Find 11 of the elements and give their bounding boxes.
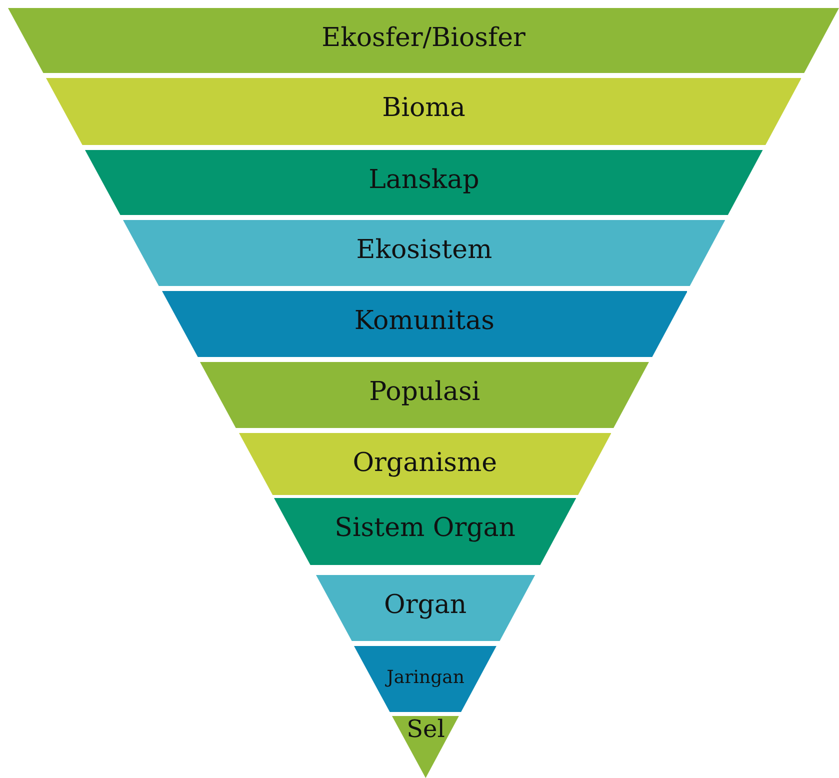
level-label: Organisme: [352, 449, 498, 478]
level-label: Sistem Organ: [334, 514, 516, 543]
level-label: Komunitas: [354, 307, 494, 336]
level-label: Organ: [384, 591, 467, 620]
level-label: Jaringan: [386, 668, 464, 688]
level-label: Ekosistem: [356, 236, 492, 265]
level-label: Populasi: [369, 378, 480, 407]
level-label: Bioma: [382, 94, 466, 123]
level-label: Sel: [406, 716, 445, 742]
level-label: Ekosfer/Biosfer: [322, 24, 526, 53]
level-label: Lanskap: [368, 166, 480, 195]
